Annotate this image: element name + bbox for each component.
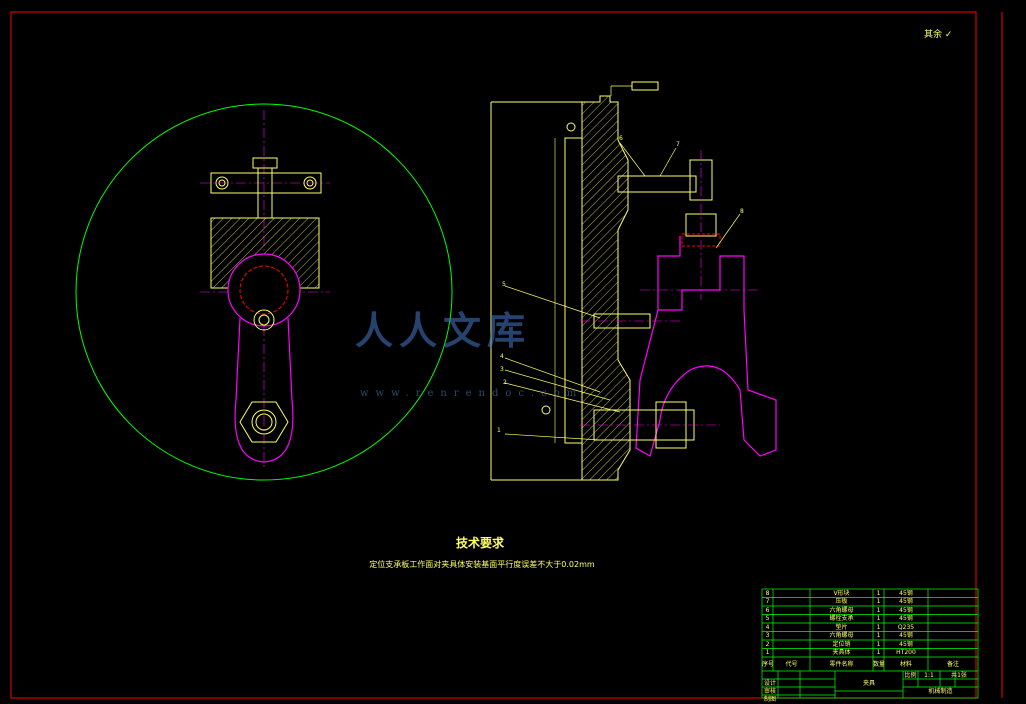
- clamp-circle: [75, 103, 453, 481]
- bom-row-no: 1: [765, 649, 770, 656]
- rod-small-end: [234, 399, 294, 463]
- tech-requirements-text: 定位支承板工作面对夹具体安装基面平行度误差不大于0.02mm: [369, 560, 595, 569]
- tb-sheet: 共1张: [951, 672, 967, 679]
- callout-labels: 1 2 3 4 5 6 7 8: [497, 135, 744, 434]
- bom-row-name: 夹具体: [832, 649, 851, 656]
- bom-row-material: 45钢: [899, 598, 913, 605]
- bom-row-material: 45钢: [899, 640, 913, 648]
- rod-shank: [235, 317, 293, 401]
- bom-row-name: 定位销: [832, 640, 851, 648]
- bom-row-qty: 1: [876, 623, 881, 631]
- clamp-arm: [617, 175, 697, 193]
- bom-row-material: Q235: [897, 623, 915, 631]
- tb-drawer-label: 制图: [763, 696, 776, 703]
- fixture-body: [581, 95, 631, 481]
- bom-row-material: HT200: [896, 649, 916, 656]
- right-view: [490, 81, 777, 481]
- bom-header-code: 代号: [785, 660, 798, 668]
- bom-row-material: 45钢: [899, 589, 913, 597]
- bom-row-material: 45钢: [899, 615, 913, 622]
- roughness-mark: 其余 ✓: [924, 30, 953, 40]
- bom-row-no: 6: [765, 606, 770, 614]
- tb-designer-label: 设计: [763, 680, 776, 687]
- bom-row-no: 3: [765, 632, 770, 639]
- bom-row-qty: 1: [876, 615, 881, 622]
- rod-side-view: [635, 236, 777, 457]
- tb-scale: 1:1: [924, 672, 934, 679]
- bom-row-qty: 1: [876, 632, 881, 639]
- bom-header-name: 零件名称: [829, 660, 854, 668]
- drawing-frame: [10, 11, 977, 699]
- bom-row-no: 8: [765, 589, 770, 597]
- bom-row-material: 45钢: [899, 606, 913, 614]
- bom-row-name: 螺栓支承: [829, 615, 854, 622]
- tb-checker-label: 审核: [763, 688, 776, 695]
- clamp-knob: [252, 157, 278, 169]
- parallelism-frame: [631, 81, 659, 91]
- bom-header-material: 材料: [899, 660, 912, 668]
- bom-row-no: 2: [765, 640, 770, 648]
- bom-row-name: 六角螺母: [829, 606, 854, 614]
- callout-7: 7: [676, 141, 680, 148]
- bom-header-note: 备注: [946, 660, 959, 668]
- tb-drawing-name: 夹具: [862, 680, 875, 687]
- watermark-sub: www.renrendoc.com: [360, 388, 584, 399]
- callout-1: 1: [497, 427, 501, 434]
- rod-big-end: [227, 253, 301, 327]
- bom-row-name: V形块: [833, 589, 850, 597]
- bom-row-name: 六角螺母: [829, 632, 854, 639]
- callout-5: 5: [502, 281, 506, 288]
- bom-row-qty: 1: [876, 589, 881, 597]
- hex-nut: [239, 401, 289, 443]
- callout-4: 4: [500, 353, 504, 360]
- callout-3: 3: [500, 366, 504, 373]
- tech-requirements-title: 技术要求: [455, 536, 504, 550]
- bom-row-no: 5: [765, 615, 770, 622]
- bom-row-qty: 1: [876, 606, 881, 614]
- bom-header-no: 序号: [762, 660, 773, 668]
- tb-scale-label: 比例: [904, 672, 917, 679]
- tb-school: 机械制造: [928, 688, 953, 695]
- bom-row-material: 45钢: [899, 632, 913, 639]
- locating-plate: [564, 137, 583, 444]
- bom-table: [761, 588, 979, 699]
- bom-row-name: 垫片: [835, 623, 848, 631]
- bom-row-name: 压板: [835, 598, 848, 605]
- bom-row-qty: 1: [876, 598, 881, 605]
- left-view: [75, 103, 453, 481]
- bom-row-qty: 1: [876, 640, 881, 648]
- bom-row-no: 4: [765, 623, 770, 631]
- bom-row-qty: 1: [876, 649, 881, 656]
- callout-6: 6: [619, 135, 623, 142]
- clamp-bar: [210, 172, 322, 194]
- callout-2: 2: [503, 379, 507, 386]
- rod-bore: [239, 265, 289, 315]
- bom-row-no: 7: [765, 598, 770, 605]
- callout-8: 8: [740, 208, 744, 215]
- bom-header-qty: 数量: [873, 660, 884, 668]
- watermark: 人人文库: [355, 308, 532, 353]
